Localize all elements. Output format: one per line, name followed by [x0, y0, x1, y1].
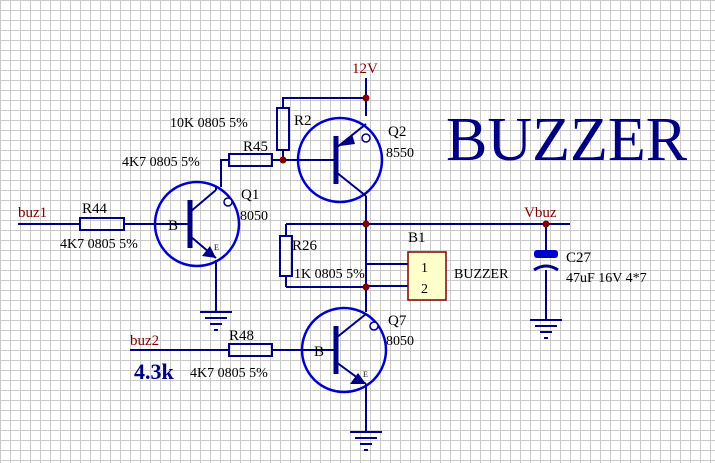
b1-value: BUZZER: [454, 267, 509, 282]
q2-ref: Q2: [388, 124, 406, 140]
r44-ref: R44: [82, 201, 108, 217]
q7-emitter-letter: E: [363, 370, 368, 379]
resistor-r44[interactable]: [79, 217, 125, 231]
r48-value: 4K7 0805 5%: [190, 366, 268, 381]
junction-dot: [279, 156, 287, 164]
transistor-q2[interactable]: [296, 116, 384, 204]
emitter-arrow-icon: [350, 373, 366, 384]
r44-value: 4K7 0805 5%: [60, 237, 138, 252]
transistor-q7[interactable]: [300, 306, 388, 394]
r45-ref: R45: [243, 139, 268, 155]
b1-pin1: 1: [421, 261, 428, 276]
buzzer-b1[interactable]: [407, 251, 447, 301]
junction-dot: [362, 220, 370, 228]
net-label-12v: 12V: [352, 61, 378, 77]
resistor-r26[interactable]: [279, 235, 293, 277]
junction-dot: [362, 283, 370, 291]
c27-ref: C27: [566, 250, 592, 266]
q2-value: 8550: [386, 146, 414, 161]
wires: [18, 78, 570, 432]
q7-ref: Q7: [388, 313, 407, 329]
emitter-arrow-icon: [340, 134, 355, 146]
junction-dot: [542, 220, 550, 228]
b1-ref: B1: [408, 230, 426, 246]
net-label-buz1: buz1: [18, 205, 47, 221]
emitter-arrow-icon: [202, 246, 216, 258]
r45-value: 4K7 0805 5%: [122, 155, 200, 170]
r2-ref: R2: [294, 113, 312, 129]
ground-symbol-q1: [200, 311, 232, 331]
net-label-buz2: buz2: [130, 333, 159, 349]
capacitor-c27[interactable]: [533, 250, 559, 272]
resistor-r2[interactable]: [276, 107, 290, 151]
q1-ref: Q1: [241, 187, 259, 203]
r26-value: 1K 0805 5%: [294, 267, 365, 282]
junction-dot: [362, 94, 370, 102]
r2-value: 10K 0805 5%: [170, 116, 248, 131]
r26-ref: R26: [292, 238, 318, 254]
transistor-q1[interactable]: [153, 180, 241, 268]
ground-symbol-c27: [530, 319, 562, 339]
resistor-r45[interactable]: [228, 153, 273, 167]
q1-base-letter: B: [168, 218, 178, 234]
resistor-r48[interactable]: [228, 343, 273, 357]
annotation-note: 4.3k: [134, 359, 175, 384]
c27-value: 47uF 16V 4*7: [566, 271, 647, 286]
junctions: [279, 94, 550, 291]
ground-symbol-q7: [350, 431, 382, 451]
q1-value: 8050: [240, 209, 268, 224]
q1-emitter-letter: E: [214, 243, 219, 252]
b1-pin2: 2: [421, 282, 428, 297]
q7-value: 8050: [386, 334, 414, 349]
net-label-vbuz: Vbuz: [524, 205, 557, 221]
q7-base-letter: B: [314, 344, 324, 360]
r48-ref: R48: [229, 328, 254, 344]
page-title: BUZZER: [446, 106, 688, 174]
